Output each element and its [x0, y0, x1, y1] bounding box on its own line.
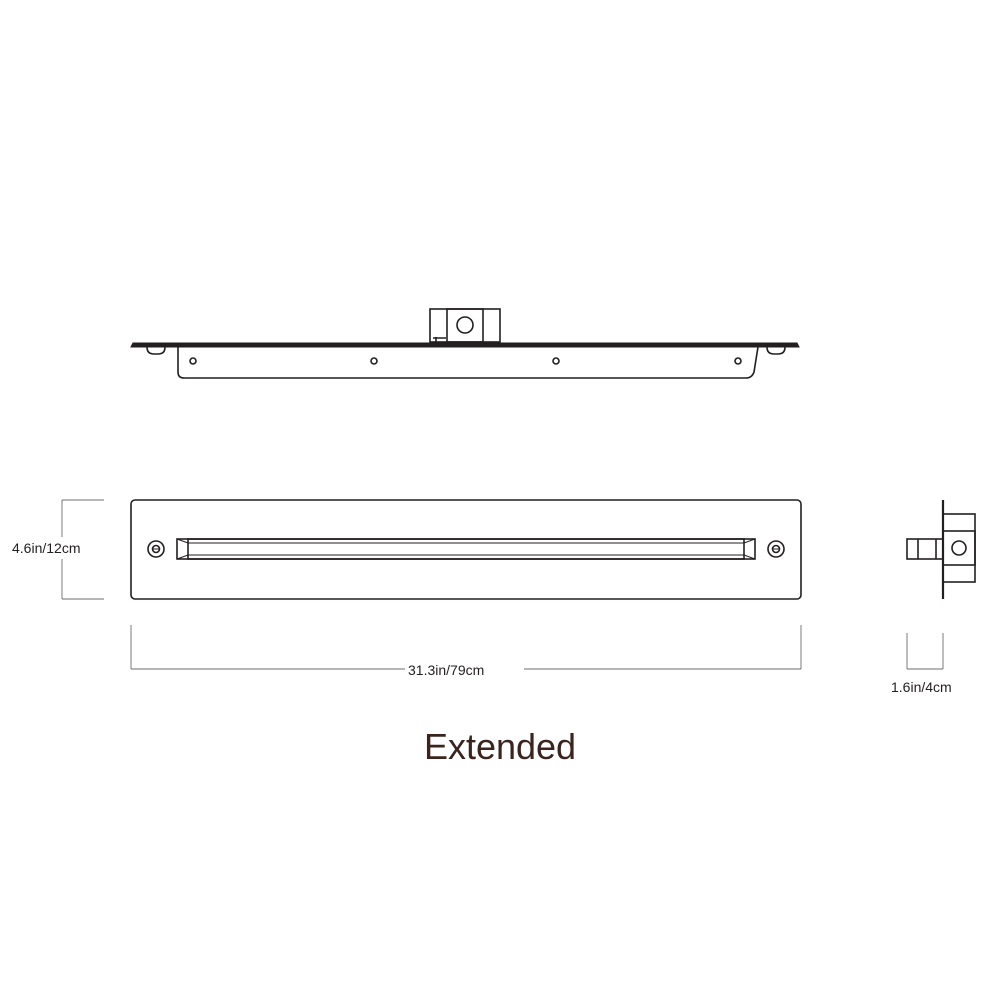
top-view-foot-right	[766, 346, 786, 355]
top-view-foot-left	[146, 346, 166, 355]
width-dimension-label: 31.3in/79cm	[408, 662, 485, 678]
side-view-junction-box	[942, 513, 976, 583]
screw	[734, 357, 742, 365]
height-dimension-label: 4.6in/12cm	[12, 540, 81, 556]
top-view-junction-box	[429, 308, 501, 343]
side-view	[906, 500, 976, 599]
top-view-bracket	[177, 346, 759, 379]
top-view-plate	[130, 342, 800, 348]
screw	[552, 357, 560, 365]
top-view	[130, 308, 800, 379]
front-view-screw-right	[767, 540, 785, 558]
front-view	[130, 499, 802, 600]
top-view-screws	[189, 357, 742, 365]
front-view-light-slot-inner	[187, 538, 745, 560]
front-view-screw-left	[147, 540, 165, 558]
screw	[189, 357, 197, 365]
front-view-light-slot	[176, 538, 756, 560]
side-view-light-channel	[906, 538, 944, 560]
front-view-faceplate	[130, 499, 802, 600]
screw	[370, 357, 378, 365]
depth-dimension-label: 1.6in/4cm	[891, 679, 952, 695]
drawing-caption: Extended	[423, 726, 577, 767]
dimension-lines	[61, 499, 944, 670]
